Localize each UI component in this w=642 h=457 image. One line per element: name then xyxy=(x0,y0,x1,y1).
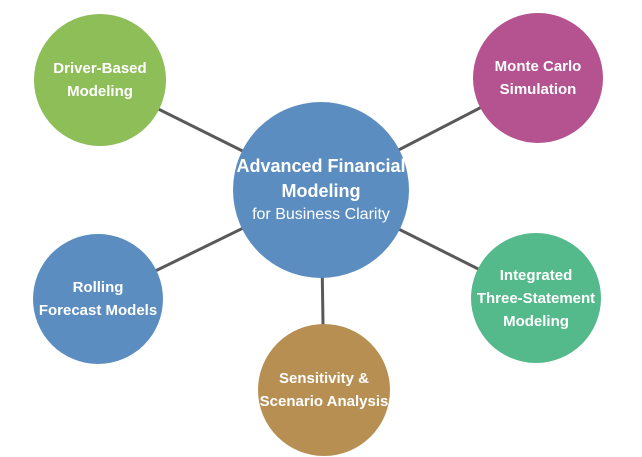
node-label-line: Three-Statement xyxy=(476,289,596,307)
node-label-line: Forecast Models xyxy=(38,302,158,319)
node-label-line: Modeling xyxy=(503,312,569,330)
node-label-line: Sensitivity & xyxy=(278,370,370,387)
node-label-line: Rolling xyxy=(72,279,124,296)
node-monte-carlo-simulation: Monte Carlo Simulation xyxy=(473,13,603,143)
node-label-line: Simulation xyxy=(499,81,577,98)
node-sensitivity-scenario-analysis: Sensitivity & Scenario Analysis xyxy=(258,324,390,456)
node-rolling-forecast-models: Rolling Forecast Models xyxy=(33,234,163,364)
node-integrated-three-statement-modeling: Integrated Three-Statement Modeling xyxy=(471,233,601,363)
center-title-line-2: Modeling xyxy=(281,181,361,201)
node-label-line: Modeling xyxy=(67,83,133,100)
node-label-line: Scenario Analysis xyxy=(259,393,389,410)
node-driver-based-modeling: Driver-Based Modeling xyxy=(34,14,166,146)
node-label-line: Integrated xyxy=(499,266,573,284)
center-title-line-1: Advanced Financial xyxy=(236,156,406,176)
node-advanced-financial-modeling: Advanced Financial Modeling for Business… xyxy=(233,102,409,278)
node-label-line: Monte Carlo xyxy=(494,58,582,75)
center-subtitle: for Business Clarity xyxy=(252,206,390,223)
node-label-line: Driver-Based xyxy=(53,60,147,77)
